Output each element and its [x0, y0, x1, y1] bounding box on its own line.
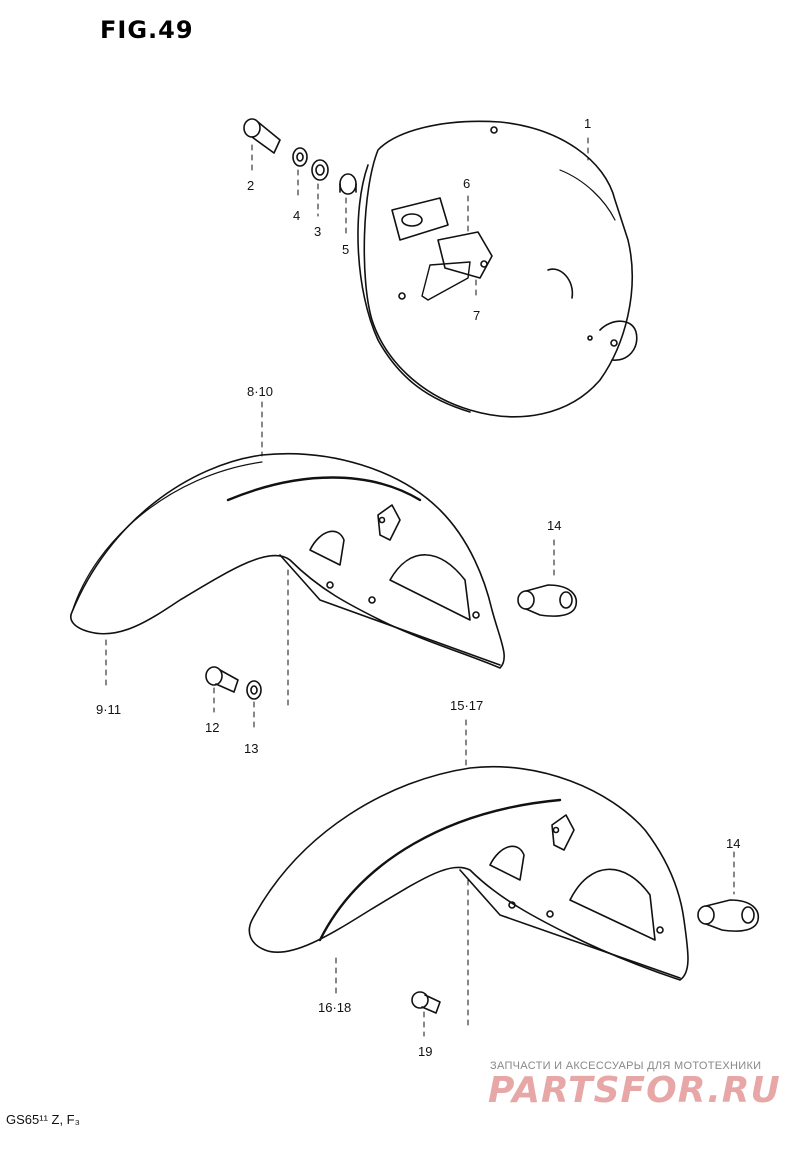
headlight-housing [357, 120, 638, 418]
cap-nut-14-lower [697, 899, 760, 932]
leader-lines [105, 137, 735, 1037]
collar-5 [339, 173, 357, 195]
part-label-1: 1 [584, 116, 592, 131]
part-label-5: 5 [342, 242, 350, 257]
part-label-13: 13 [244, 741, 259, 756]
part-label-6: 6 [463, 176, 471, 191]
bolt-2 [243, 118, 281, 154]
watermark-tagline: ЗАПЧАСТИ И АКСЕССУАРЫ ДЛЯ МОТОТЕХНИКИ [490, 1060, 762, 1072]
front-fender-lower [248, 765, 689, 981]
part-label-4: 4 [293, 208, 301, 223]
part-label-3: 3 [314, 224, 322, 239]
part-label-7: 7 [473, 308, 481, 323]
part-label-14-lower: 14 [726, 836, 741, 851]
figure-title: FIG.49 [100, 16, 194, 44]
part-label-2: 2 [247, 178, 255, 193]
part-label-15-17: 15·17 [450, 698, 484, 713]
part-label-9-11: 9·11 [96, 702, 122, 717]
watermark-logo: PARTSFOR.RU [488, 1070, 781, 1111]
washer-4 [292, 147, 308, 167]
washer-3 [311, 159, 329, 181]
part-label-16-18: 16·18 [318, 1000, 352, 1015]
bolt-19 [411, 991, 441, 1014]
front-fender-upper [70, 452, 505, 669]
bolt-12 [205, 666, 239, 693]
cap-nut-14-upper [517, 584, 578, 617]
part-label-12: 12 [205, 720, 220, 735]
part-label-8-10: 8·10 [247, 384, 274, 399]
part-label-19: 19 [418, 1044, 433, 1059]
washer-13 [246, 680, 262, 700]
model-code: GS65¹¹ Z, F₃ [6, 1112, 80, 1127]
part-label-14-upper: 14 [547, 518, 562, 533]
